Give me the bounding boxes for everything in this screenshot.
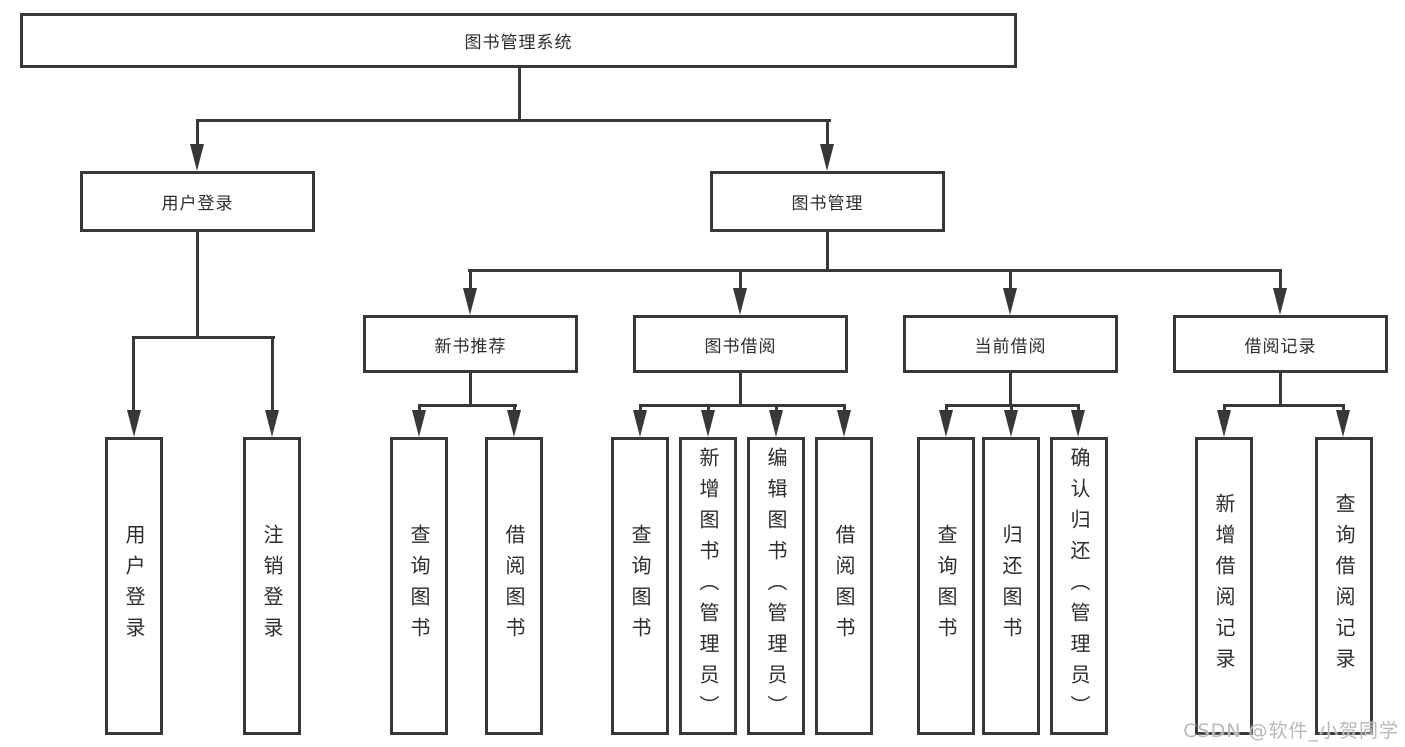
node-label: 用户登录 [161, 194, 234, 214]
node-user-login: 用户登录 [80, 171, 315, 232]
leaf-query-books-borrowing: 查询图书 [611, 437, 669, 735]
connector [518, 68, 521, 121]
leaf-borrow-books-borrowing: 借阅图书 [815, 437, 873, 735]
connector [132, 336, 275, 339]
arrow-down-icon [939, 410, 953, 437]
arrow-down-icon [190, 144, 204, 171]
arrow-down-icon [1071, 410, 1085, 437]
node-label: 图书管理 [791, 194, 864, 214]
node-label: 借阅记录 [1244, 336, 1317, 357]
node-label: 图书借阅 [704, 336, 777, 357]
arrow-down-icon [1217, 410, 1231, 437]
node-label: 当前借阅 [974, 336, 1047, 357]
leaf-borrow-books-recommend: 借阅图书 [485, 437, 543, 735]
node-label: 查询图书 [934, 524, 958, 648]
connector [739, 269, 742, 291]
arrow-down-icon [701, 410, 715, 437]
connector [196, 119, 831, 122]
arrow-down-icon [412, 410, 426, 437]
node-label: 注销登录 [260, 524, 284, 648]
leaf-confirm-return-admin: 确认归还（管理员） [1050, 437, 1108, 735]
node-current-borrowing: 当前借阅 [903, 315, 1118, 373]
arrow-down-icon [463, 288, 477, 315]
leaf-query-borrow-record: 查询借阅记录 [1315, 437, 1373, 735]
connector [739, 373, 742, 407]
connector [196, 119, 199, 147]
connector [1009, 269, 1012, 291]
connector [639, 404, 846, 407]
arrow-down-icon [820, 144, 834, 171]
connector [1009, 373, 1012, 407]
connector [132, 336, 135, 414]
node-book-management: 图书管理 [710, 171, 945, 232]
leaf-add-books-admin: 新增图书（管理员） [679, 437, 737, 735]
node-label: 新书推荐 [434, 336, 507, 357]
node-label: 新增图书（管理员） [696, 446, 720, 726]
node-label: 借阅图书 [502, 524, 526, 648]
connector [1279, 269, 1282, 291]
node-label: 确认归还（管理员） [1067, 446, 1091, 726]
leaf-query-books-current: 查询图书 [917, 437, 975, 735]
connector [271, 336, 274, 414]
connector [469, 373, 472, 407]
arrow-down-icon [837, 410, 851, 437]
connector [1223, 404, 1345, 407]
csdn-watermark: CSDN @软件_小贺同学 [1183, 720, 1399, 742]
connector [826, 119, 829, 147]
leaf-add-borrow-record: 新增借阅记录 [1195, 437, 1253, 735]
leaf-query-books-recommend: 查询图书 [390, 437, 448, 735]
node-label: 新增借阅记录 [1212, 493, 1236, 679]
arrow-down-icon [633, 410, 647, 437]
node-label: 用户登录 [122, 524, 146, 648]
node-borrowing-records: 借阅记录 [1173, 315, 1388, 373]
node-label: 查询图书 [628, 524, 652, 648]
arrow-down-icon [265, 410, 279, 437]
connector [468, 269, 1282, 272]
node-new-book-recommendation: 新书推荐 [363, 315, 578, 373]
node-book-borrowing: 图书借阅 [633, 315, 848, 373]
node-label: 查询图书 [407, 524, 431, 648]
arrow-down-icon [127, 410, 141, 437]
node-label: 归还图书 [999, 524, 1023, 648]
connector [469, 269, 472, 291]
arrow-down-icon [1273, 288, 1287, 315]
arrow-down-icon [1003, 288, 1017, 315]
connector [1279, 373, 1282, 407]
node-label: 查询借阅记录 [1332, 493, 1356, 679]
leaf-user-login: 用户登录 [105, 437, 163, 735]
arrow-down-icon [769, 410, 783, 437]
leaf-edit-books-admin: 编辑图书（管理员） [747, 437, 805, 735]
leaf-logout: 注销登录 [243, 437, 301, 735]
node-label: 图书管理系统 [464, 33, 573, 53]
connector [196, 232, 199, 339]
connector [826, 232, 829, 272]
node-library-system: 图书管理系统 [20, 13, 1017, 68]
arrow-down-icon [1004, 410, 1018, 437]
connector [418, 404, 517, 407]
arrow-down-icon [507, 410, 521, 437]
leaf-return-books: 归还图书 [982, 437, 1040, 735]
node-label: 编辑图书（管理员） [764, 446, 788, 726]
node-label: 借阅图书 [832, 524, 856, 648]
arrow-down-icon [1336, 410, 1350, 437]
arrow-down-icon [733, 288, 747, 315]
